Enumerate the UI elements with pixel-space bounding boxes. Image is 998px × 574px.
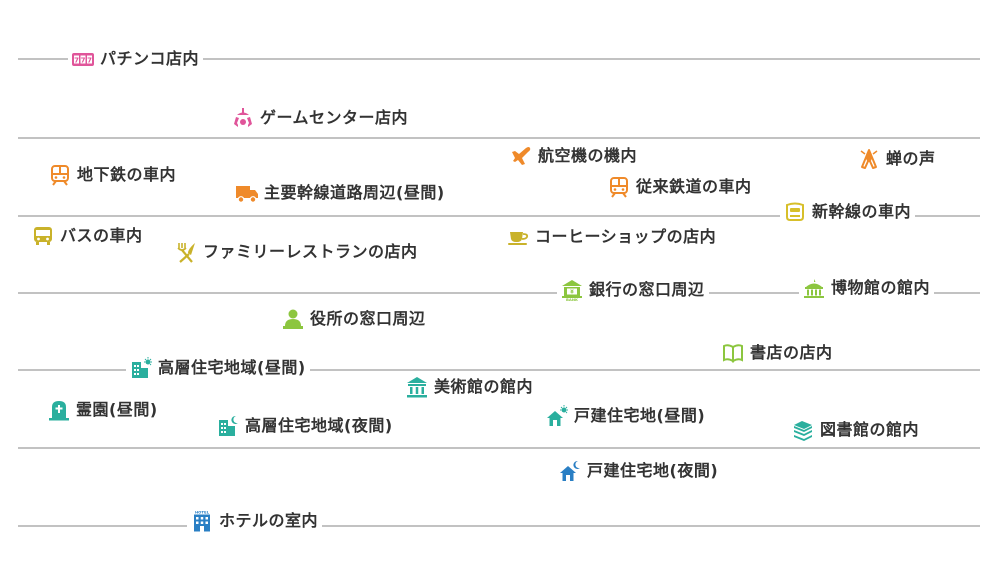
place-coffee-shop: コーヒーショップの店内: [503, 226, 721, 248]
place-house-night: 戸建住宅地(夜間): [555, 460, 723, 482]
svg-text:7: 7: [74, 57, 79, 65]
place-airplane: 航空機の機内: [506, 145, 642, 167]
cicada-icon: [858, 148, 880, 170]
airplane-icon: [510, 145, 532, 167]
place-truck-road: 主要幹線道路周辺(昼間): [232, 182, 449, 204]
svg-text:BANK: BANK: [566, 297, 579, 301]
place-label: 役所の窓口周辺: [310, 309, 426, 328]
bank-icon: ¥ BANK: [561, 279, 583, 301]
hotel-icon: HOTEL: [191, 510, 213, 532]
place-subway: 地下鉄の車内: [45, 164, 181, 186]
place-label: バスの車内: [60, 226, 143, 245]
place-label: 銀行の窓口周辺: [589, 280, 705, 299]
place-label: 博物館の館内: [831, 278, 931, 297]
building-moon-icon: [217, 415, 239, 437]
place-game-center: ゲームセンター店内: [228, 107, 413, 129]
place-art-museum: 美術館の館内: [402, 376, 538, 398]
place-museum-hall: 博物館の館内: [799, 277, 935, 299]
level-line-5: [18, 369, 980, 371]
place-city-office: 役所の窓口周辺: [278, 308, 430, 330]
level-line-2: [18, 137, 980, 139]
place-label: パチンコ店内: [100, 49, 200, 68]
place-label: 航空機の機内: [538, 146, 638, 165]
place-highrise-day: 高層住宅地域(昼間): [126, 357, 310, 379]
level-line-6: [18, 447, 980, 449]
place-highrise-night: 高層住宅地域(夜間): [213, 415, 397, 437]
fork-knife-icon: [175, 241, 197, 263]
tombstone-icon: [48, 399, 70, 421]
bus-icon: [32, 225, 54, 247]
building-sun-icon: [130, 357, 152, 379]
place-label: ゲームセンター店内: [260, 108, 409, 127]
book-icon: [722, 342, 744, 364]
place-label: ホテルの室内: [219, 511, 319, 530]
coffee-cup-icon: [507, 226, 529, 248]
place-label: 美術館の館内: [434, 377, 534, 396]
bullet-train-icon: [784, 201, 806, 223]
house-moon-icon: [559, 460, 581, 482]
place-label: 高層住宅地域(昼間): [158, 358, 306, 377]
museum-icon: [803, 277, 825, 299]
place-label: 蝉の声: [886, 149, 936, 168]
place-label: 戸建住宅地(昼間): [574, 406, 706, 425]
svg-text:HOTEL: HOTEL: [195, 510, 210, 515]
place-label: コーヒーショップの店内: [535, 227, 717, 246]
place-hotel: HOTEL ホテルの室内: [187, 510, 323, 532]
place-label: 高層住宅地域(夜間): [245, 416, 393, 435]
place-family-restaurant: ファミリーレストランの店内: [171, 241, 422, 263]
level-line-4: [18, 292, 980, 294]
place-bus: バスの車内: [28, 225, 147, 247]
art-museum-icon: [406, 376, 428, 398]
svg-text:7: 7: [87, 57, 92, 65]
place-label: 戸建住宅地(夜間): [587, 461, 719, 480]
crane-game-icon: [232, 107, 254, 129]
level-line-7: [18, 525, 980, 527]
place-shinkansen: 新幹線の車内: [780, 201, 916, 223]
place-label: 主要幹線道路周辺(昼間): [264, 183, 445, 202]
place-house-day: 戸建住宅地(昼間): [542, 405, 710, 427]
place-label: 書店の店内: [750, 343, 833, 362]
place-conventional-rail: 従来鉄道の車内: [604, 176, 756, 198]
train-icon: [608, 176, 630, 198]
svg-text:7: 7: [81, 57, 86, 65]
books-stack-icon: [792, 419, 814, 441]
house-sun-icon: [546, 405, 568, 427]
place-label: ファミリーレストランの店内: [203, 242, 418, 261]
place-label: 従来鉄道の車内: [636, 177, 752, 196]
place-cemetery: 霊園(昼間): [44, 399, 162, 421]
place-label: 霊園(昼間): [76, 400, 158, 419]
svg-text:¥: ¥: [570, 289, 574, 295]
place-label: 地下鉄の車内: [77, 165, 177, 184]
place-label: 新幹線の車内: [812, 202, 912, 221]
level-line-3: [18, 215, 980, 217]
place-bookstore: 書店の店内: [718, 342, 837, 364]
place-label: 図書館の館内: [820, 420, 920, 439]
level-line-1: [18, 58, 980, 60]
train-icon: [49, 164, 71, 186]
place-cicada: 蝉の声: [854, 148, 940, 170]
clerk-icon: [282, 308, 304, 330]
truck-icon: [236, 182, 258, 204]
place-bank: ¥ BANK 銀行の窓口周辺: [557, 279, 709, 301]
place-library: 図書館の館内: [788, 419, 924, 441]
